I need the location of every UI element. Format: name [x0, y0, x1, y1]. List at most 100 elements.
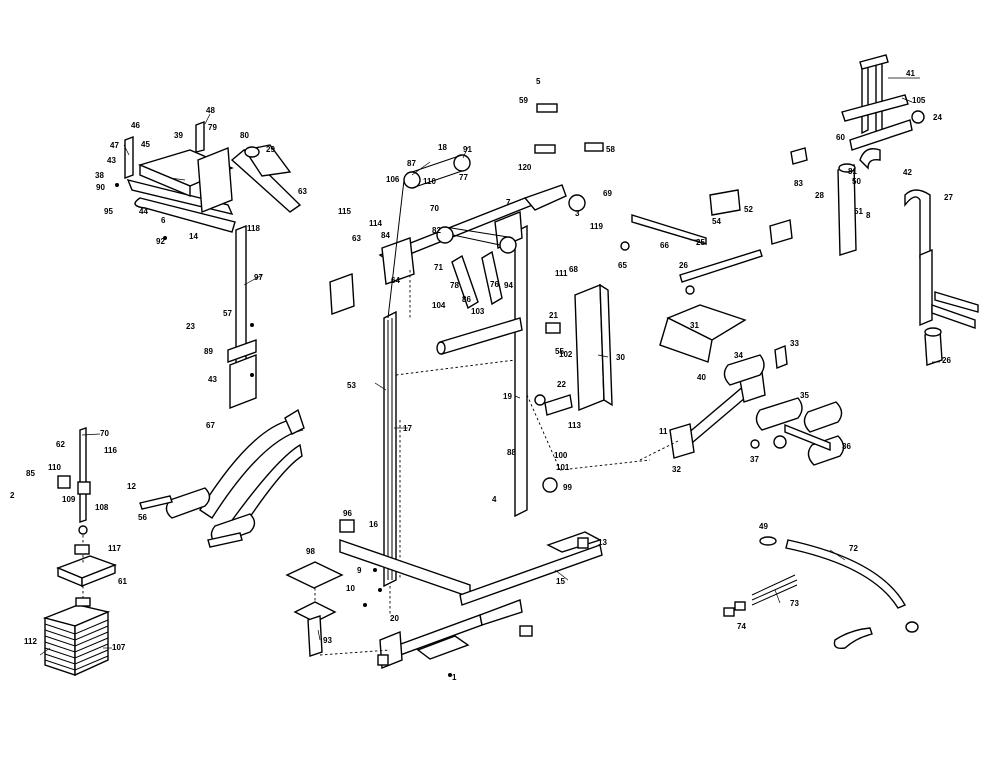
- callout: 2: [10, 491, 15, 500]
- callout: 100: [554, 451, 568, 460]
- callout: 67: [206, 421, 215, 430]
- callout: 97: [254, 273, 263, 282]
- callout: 6: [161, 216, 166, 225]
- main-frame-tower: [329, 103, 651, 588]
- callout: 10: [346, 584, 355, 593]
- callout: 110: [48, 463, 61, 472]
- callout: 19: [503, 392, 512, 401]
- callout: 99: [563, 483, 572, 492]
- callout: 44: [139, 207, 148, 216]
- callout: 96: [343, 509, 352, 518]
- callout: 84: [381, 231, 390, 240]
- callout: 63: [298, 187, 307, 196]
- callout: 88: [507, 448, 516, 457]
- callout: 72: [849, 544, 858, 553]
- callout: 63: [352, 234, 361, 243]
- callout: 54: [712, 217, 721, 226]
- callout: 48: [206, 106, 215, 115]
- callout: 49: [759, 522, 768, 531]
- weight-stack: [42, 427, 117, 677]
- callout: 31: [690, 321, 699, 330]
- callout: 32: [672, 465, 681, 474]
- callout: 55: [555, 347, 564, 356]
- callout: 86: [462, 295, 471, 304]
- callout: 43: [107, 156, 116, 165]
- callout: 87: [407, 159, 416, 168]
- callout: 59: [519, 96, 528, 105]
- callout: 80: [240, 131, 249, 140]
- callout: 93: [323, 636, 332, 645]
- callout: 109: [62, 495, 76, 504]
- callout: 85: [26, 469, 35, 478]
- callout: 103: [471, 307, 485, 316]
- callout: 1: [452, 673, 457, 682]
- callout: 3: [575, 209, 580, 218]
- callout: 102: [559, 350, 573, 359]
- preacher-curl-assembly: [790, 54, 979, 366]
- callout: 37: [750, 455, 759, 464]
- preacher-pad-and-rollers: [639, 304, 845, 466]
- callout: 98: [306, 547, 315, 556]
- callout: 62: [56, 440, 65, 449]
- callout: 33: [790, 339, 799, 348]
- callout: 46: [131, 121, 140, 130]
- callout: 39: [174, 131, 183, 140]
- callout: 22: [557, 380, 566, 389]
- callout: 53: [347, 381, 356, 390]
- callout: 65: [618, 261, 627, 270]
- callout: 69: [603, 189, 612, 198]
- callout: 29: [266, 145, 275, 154]
- callout: 45: [141, 140, 150, 149]
- callout: 81: [848, 167, 857, 176]
- leader-lines: [39, 77, 940, 656]
- callout: 43: [208, 375, 217, 384]
- callout: 11: [659, 427, 668, 436]
- callout: 58: [606, 145, 615, 154]
- callout: 51: [854, 207, 863, 216]
- callout: 111: [555, 269, 568, 278]
- callout: 114: [369, 219, 382, 228]
- callout: 52: [744, 205, 753, 214]
- callout: 118: [247, 224, 260, 233]
- callout: 89: [204, 347, 213, 356]
- callout: 30: [616, 353, 625, 362]
- cable-and-hardware: [723, 536, 919, 650]
- callout: 23: [186, 322, 195, 331]
- callout: 8: [866, 211, 871, 220]
- callout: 9: [357, 566, 362, 575]
- callout: 91: [463, 145, 472, 154]
- callout: 90: [96, 183, 105, 192]
- curl-bar: [620, 189, 793, 295]
- callout: 79: [208, 123, 217, 132]
- callout: 107: [112, 643, 126, 652]
- callout: 40: [697, 373, 706, 382]
- callout: 101: [556, 463, 570, 472]
- callout: 66: [660, 241, 669, 250]
- callout: 26: [679, 261, 688, 270]
- callout: 4: [492, 495, 497, 504]
- callout: 112: [24, 637, 37, 646]
- callout: 34: [734, 351, 743, 360]
- callout: 61: [118, 577, 127, 586]
- callout: 13: [598, 538, 607, 547]
- callout: 50: [852, 177, 861, 186]
- callout: 5: [536, 77, 541, 86]
- callout: 12: [127, 482, 136, 491]
- callout: 27: [944, 193, 953, 202]
- callout: 76: [490, 280, 499, 289]
- leg-developer-assembly: [115, 120, 302, 410]
- callout: 26: [942, 356, 951, 365]
- callout: 110: [423, 177, 436, 186]
- callout: 94: [504, 281, 513, 290]
- callout: 60: [836, 133, 845, 142]
- callout: 70: [100, 429, 109, 438]
- callout: 41: [906, 69, 915, 78]
- callout: 120: [518, 163, 532, 172]
- callout: 78: [450, 281, 459, 290]
- callout: 25: [696, 238, 705, 247]
- callout: 24: [933, 113, 942, 122]
- callout: 108: [95, 503, 109, 512]
- callout: 7: [506, 198, 511, 207]
- callout: 92: [156, 237, 165, 246]
- base-frame: [285, 519, 603, 677]
